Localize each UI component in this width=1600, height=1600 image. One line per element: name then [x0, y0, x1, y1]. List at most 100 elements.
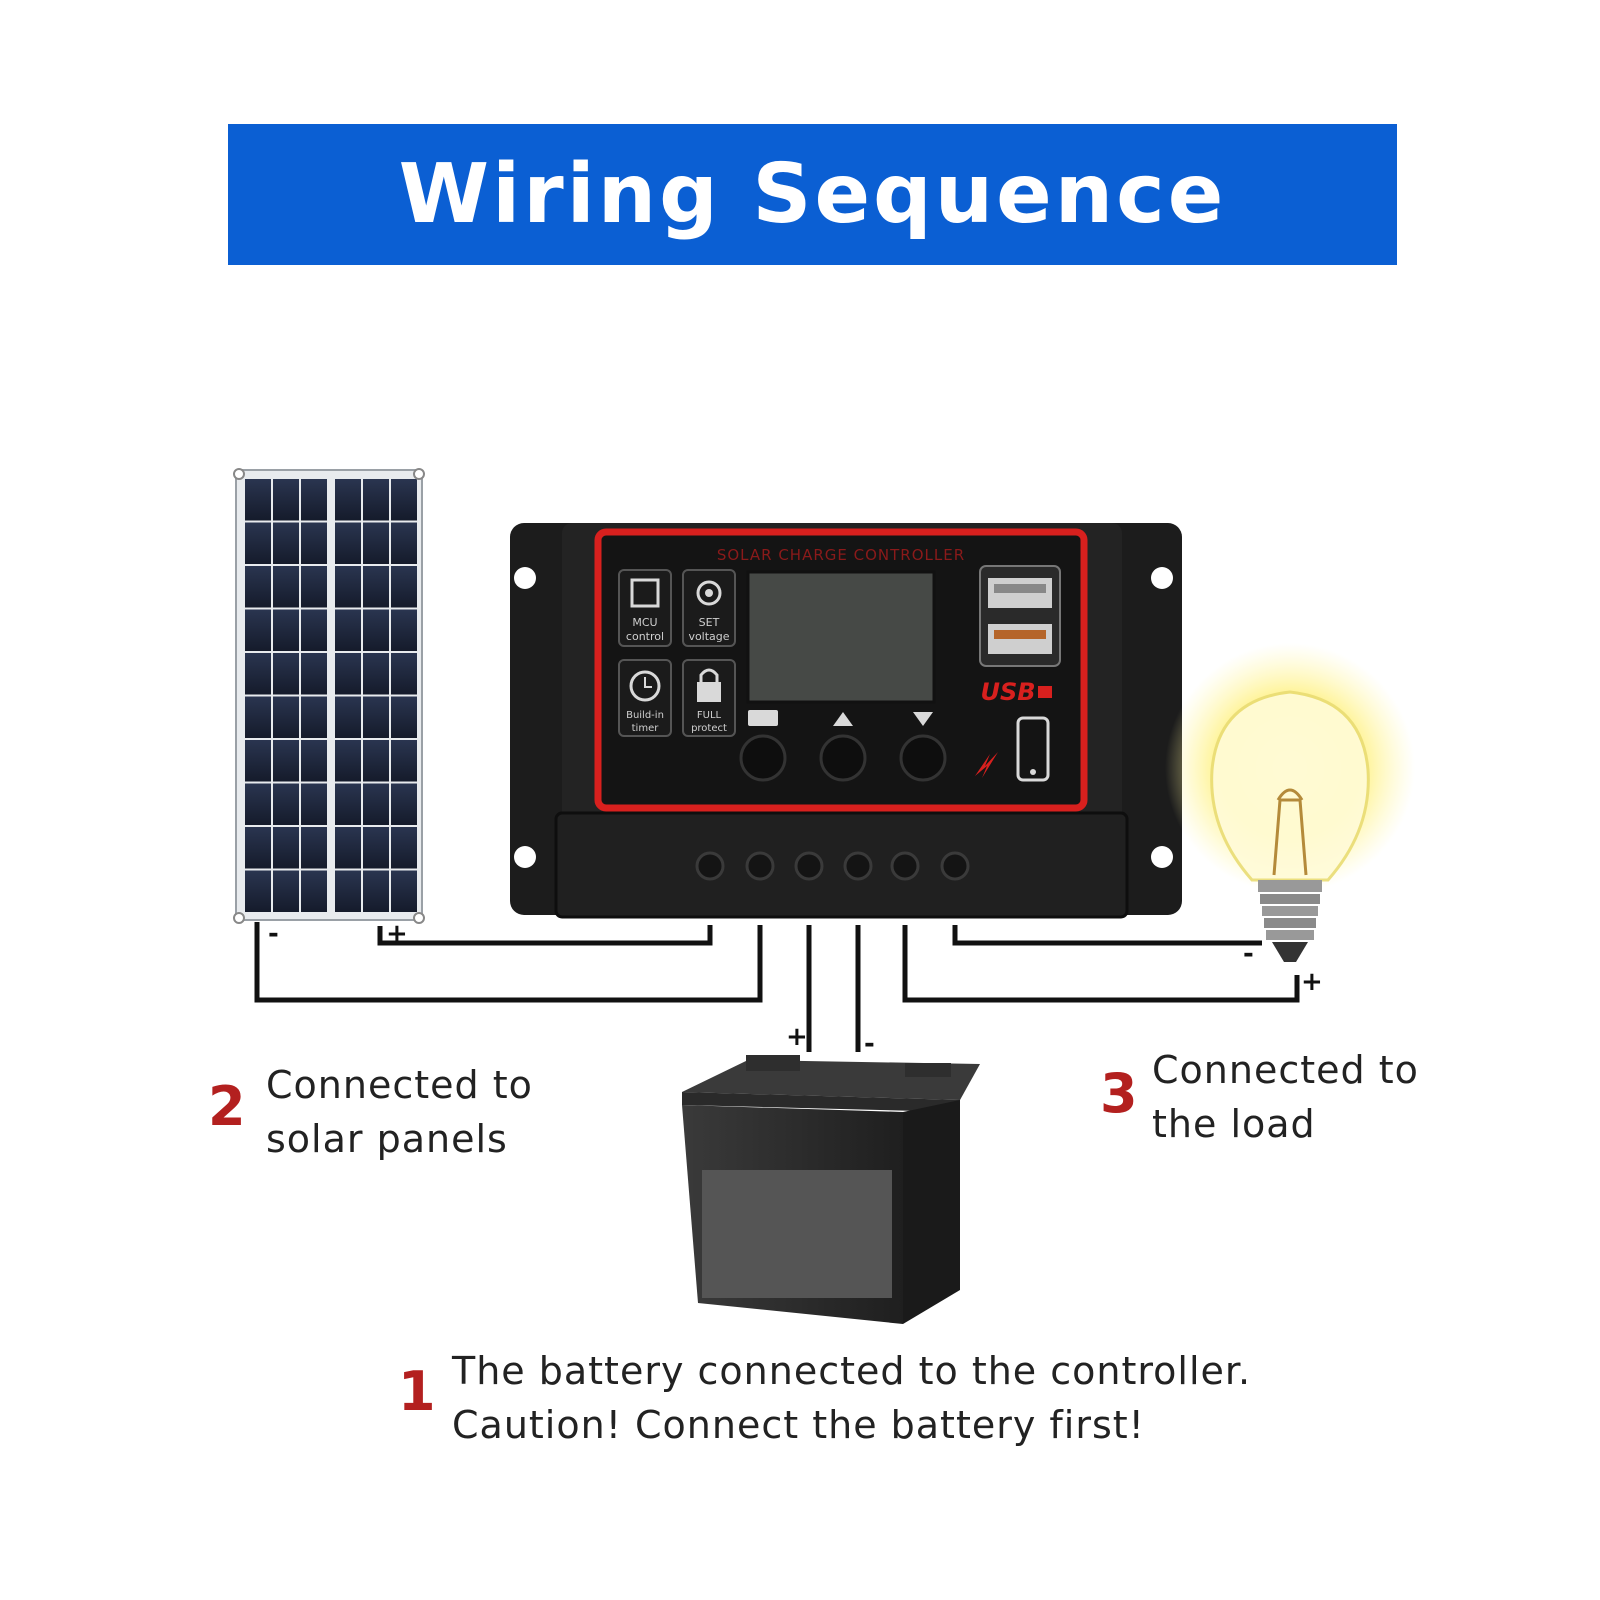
solar-cell — [391, 609, 417, 651]
solar-cell — [363, 479, 389, 521]
solar-cell — [335, 479, 361, 521]
svg-text:MCU: MCU — [632, 616, 657, 629]
gear-icon — [696, 580, 722, 606]
solar-cell — [273, 827, 299, 869]
feature-timer: Build-in timer — [618, 659, 672, 737]
solar-cell — [273, 566, 299, 608]
solar-cell — [301, 609, 327, 651]
solar-cell — [245, 696, 271, 738]
solar-cell — [245, 522, 271, 564]
solar-cell — [273, 783, 299, 825]
panel-plus-mark: + — [386, 919, 408, 949]
step-1-line-2: Caution! Connect the battery first! — [452, 1403, 1145, 1447]
solar-cell — [363, 783, 389, 825]
solar-cell — [391, 479, 417, 521]
step-1-line-1: The battery connected to the controller. — [452, 1349, 1252, 1393]
battery — [682, 1055, 980, 1324]
svg-text:voltage: voltage — [688, 630, 729, 643]
solar-cell — [245, 870, 271, 912]
clock-icon — [629, 670, 661, 702]
terminal-screw — [843, 851, 873, 881]
down-arrow-icon — [913, 712, 933, 726]
solar-cell — [335, 609, 361, 651]
solar-cell — [245, 827, 271, 869]
solar-cell — [335, 566, 361, 608]
step-3-line-2: the load — [1152, 1102, 1316, 1146]
load-minus-mark: - — [1243, 939, 1254, 969]
step-1-number: 1 — [398, 1360, 436, 1423]
battery-minus-mark: - — [864, 1029, 875, 1059]
svg-text:SET: SET — [699, 616, 720, 629]
panel-minus-mark: - — [268, 919, 279, 949]
solar-cell — [335, 783, 361, 825]
solar-cell — [273, 522, 299, 564]
solar-cell — [363, 696, 389, 738]
step-1-label: The battery connected to the controller.… — [452, 1344, 1251, 1452]
down-button[interactable] — [899, 712, 947, 782]
wires — [254, 922, 1300, 1052]
menu-button[interactable] — [739, 710, 787, 782]
solar-cell — [335, 740, 361, 782]
up-button[interactable] — [819, 712, 867, 782]
light-bulb — [1165, 643, 1415, 962]
solar-cell — [363, 653, 389, 695]
page-title: Wiring Sequence — [398, 147, 1227, 242]
svg-text:FULL: FULL — [697, 710, 722, 721]
solar-cell — [273, 653, 299, 695]
battery-plus-mark: + — [786, 1022, 808, 1052]
solar-cell — [245, 479, 271, 521]
terminal-screw — [745, 851, 775, 881]
solar-cell — [335, 696, 361, 738]
solar-cell — [363, 609, 389, 651]
solar-cell — [391, 783, 417, 825]
panel-plus-wire — [377, 925, 713, 946]
solar-cell — [301, 566, 327, 608]
solar-cell — [363, 522, 389, 564]
solar-cell — [301, 783, 327, 825]
step-2-label: Connected to solar panels — [266, 1058, 533, 1166]
solar-cell — [335, 827, 361, 869]
load-plus-mark: + — [1301, 967, 1323, 997]
charge-controller: SOLAR CHARGE CONTROLLER MCU control SET … — [510, 523, 1182, 919]
terminal-block — [554, 811, 1129, 919]
title-banner: Wiring Sequence — [228, 124, 1397, 265]
svg-text:protect: protect — [691, 723, 727, 734]
terminal-screw — [890, 851, 920, 881]
solar-cell — [391, 870, 417, 912]
solar-cell — [245, 783, 271, 825]
solar-cell — [301, 827, 327, 869]
solar-cell — [301, 740, 327, 782]
solar-cell — [391, 522, 417, 564]
solar-cell — [301, 696, 327, 738]
solar-cell — [391, 653, 417, 695]
feature-mcu: MCU control — [618, 569, 672, 647]
solar-cell — [391, 566, 417, 608]
solar-cell — [245, 653, 271, 695]
solar-cell — [335, 522, 361, 564]
solar-cell — [335, 653, 361, 695]
solar-cell — [273, 870, 299, 912]
solar-cell — [301, 522, 327, 564]
load-plus-wire — [902, 925, 1300, 1003]
solar-cell — [273, 696, 299, 738]
bolt-icon — [975, 752, 998, 778]
solar-cell — [273, 609, 299, 651]
lcd-screen — [746, 570, 936, 704]
solar-panel — [233, 468, 425, 924]
step-2-line-1: Connected to — [266, 1063, 533, 1107]
svg-text:Build-in: Build-in — [626, 710, 664, 721]
solar-cell — [391, 740, 417, 782]
terminal-screw — [695, 851, 725, 881]
step-2-number: 2 — [208, 1075, 246, 1138]
step-3-label: Connected to the load — [1152, 1043, 1419, 1151]
feature-protect: FULL protect — [682, 659, 736, 737]
solar-cell — [363, 870, 389, 912]
solar-cell — [245, 566, 271, 608]
usb-ports: USB — [979, 565, 1061, 706]
solar-cell — [245, 609, 271, 651]
solar-cell — [363, 740, 389, 782]
up-arrow-icon — [833, 712, 853, 726]
step-2-line-2: solar panels — [266, 1117, 508, 1161]
solar-cell — [391, 696, 417, 738]
